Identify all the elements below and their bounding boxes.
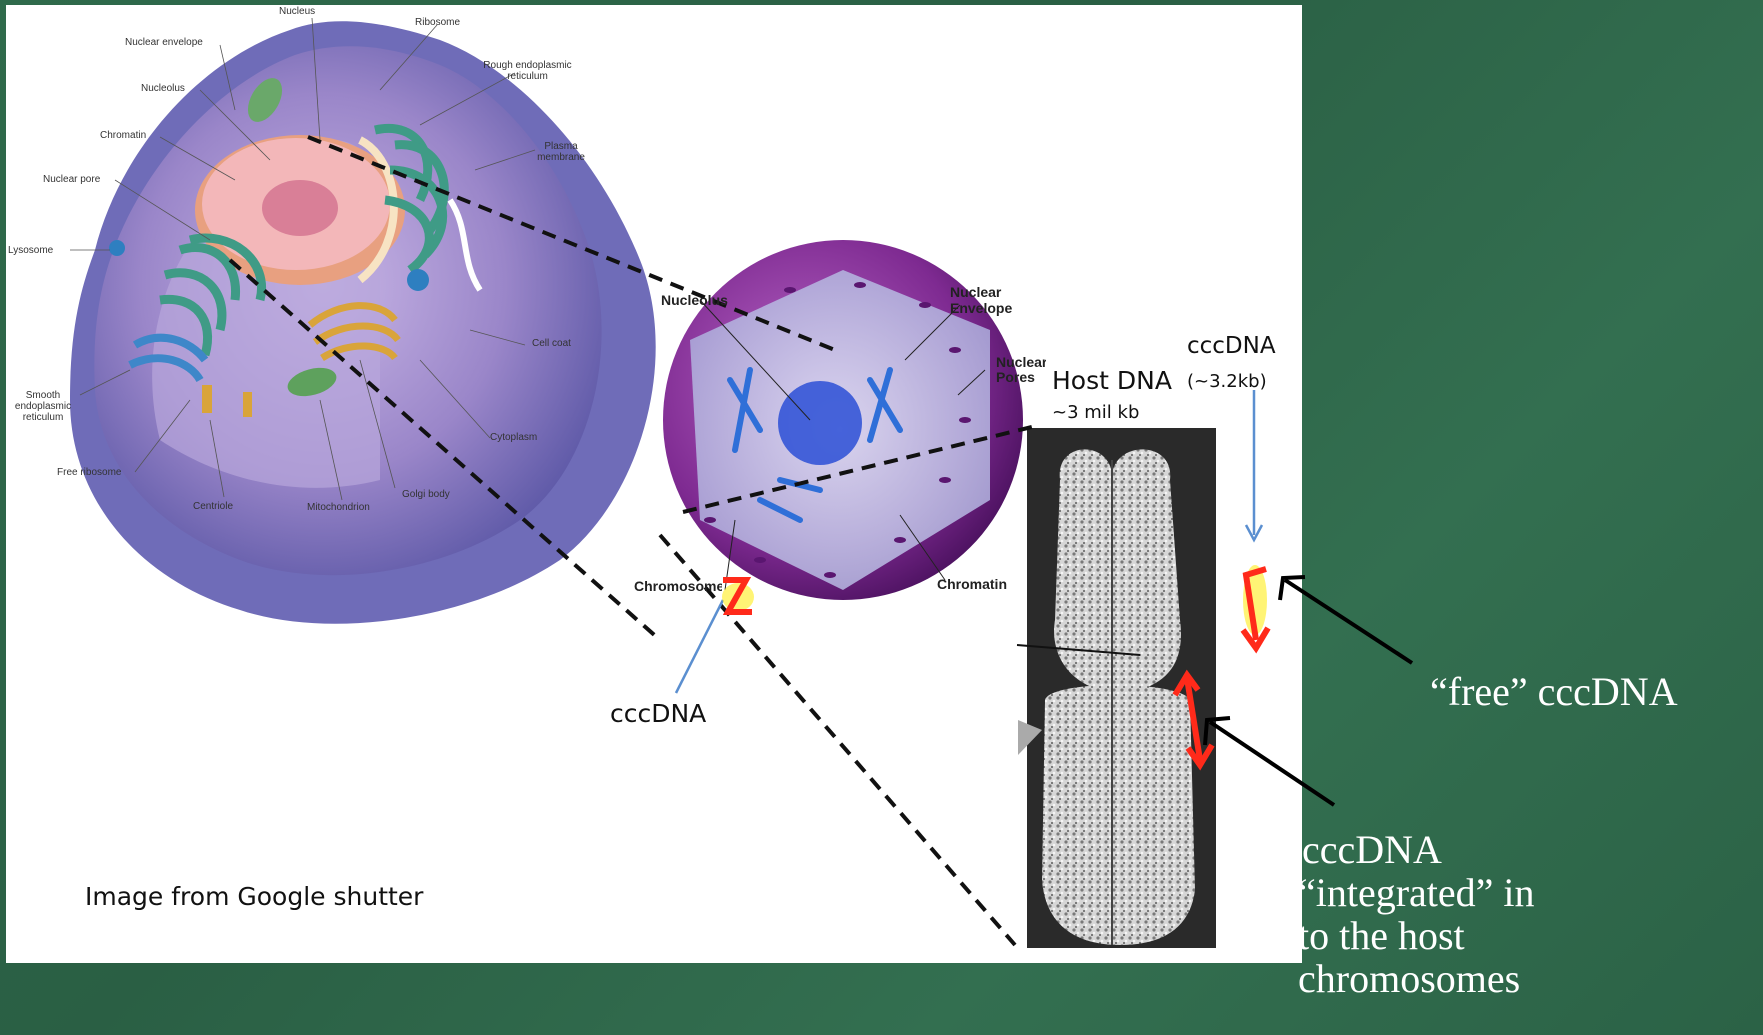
cccdna-size-label: (~3.2kb): [1187, 371, 1267, 392]
cell-label-cell-coat: Cell coat: [532, 338, 571, 349]
integrated-line-2: “integrated” in: [1298, 871, 1738, 914]
host-dna-size-label: ~3 mil kb: [1052, 402, 1139, 423]
cell-label-free-ribosome: Free ribosome: [57, 467, 121, 478]
integrated-line-3: to the host: [1298, 914, 1738, 957]
image-credit: Image from Google shutter: [85, 882, 423, 911]
cell-label-nucleolus: Nucleolus: [141, 83, 185, 94]
cccdna-left-label: cccDNA: [610, 699, 706, 728]
cell-label-nuclear-pore: Nuclear pore: [43, 174, 100, 185]
integrated-line-4: chromosomes: [1298, 957, 1738, 1000]
cell-label-plasma-membrane: Plasma membrane: [536, 141, 586, 163]
host-dna-label: Host DNA: [1052, 366, 1172, 395]
integrated-cccdna-callout: cccDNA “integrated” in to the host chrom…: [1298, 828, 1738, 1000]
nucleus-label-chromatin: Chromatin: [937, 576, 1007, 592]
cell-label-chromatin: Chromatin: [100, 130, 146, 141]
cell-label-golgi-body: Golgi body: [402, 489, 450, 500]
callout-arrows: [1205, 577, 1412, 805]
nucleus-label-chromosome: Chromosome: [634, 578, 722, 594]
cell-label-lysosome: Lysosome: [8, 245, 53, 256]
cell-label-nuclear-envelope: Nuclear envelope: [125, 37, 203, 48]
cell-label-cytoplasm: Cytoplasm: [490, 432, 537, 443]
cell-label-smooth-er: Smooth endoplasmic reticulum: [8, 390, 78, 423]
cell-illustration: [70, 21, 656, 624]
cell-label-ribosome: Ribosome: [415, 17, 460, 28]
cccdna-top-label: cccDNA: [1187, 333, 1276, 359]
nucleus-label-nuclear-pores: Nuclear Pores: [996, 355, 1046, 385]
cell-label-centriole: Centriole: [193, 501, 233, 512]
cell-label-rough-er: Rough endoplasmic reticulum: [475, 60, 580, 82]
nucleus-label-nucleolus: Nucleolus: [661, 292, 728, 308]
cell-label-mitochondrion: Mitochondrion: [307, 502, 370, 513]
integrated-line-1: cccDNA: [1298, 828, 1738, 871]
free-cccdna-callout: “free” cccDNA: [1430, 670, 1678, 713]
cell-label-nucleus: Nucleus: [279, 6, 315, 17]
nucleus-label-nuclear-envelope: Nuclear Envelope: [950, 284, 1030, 316]
